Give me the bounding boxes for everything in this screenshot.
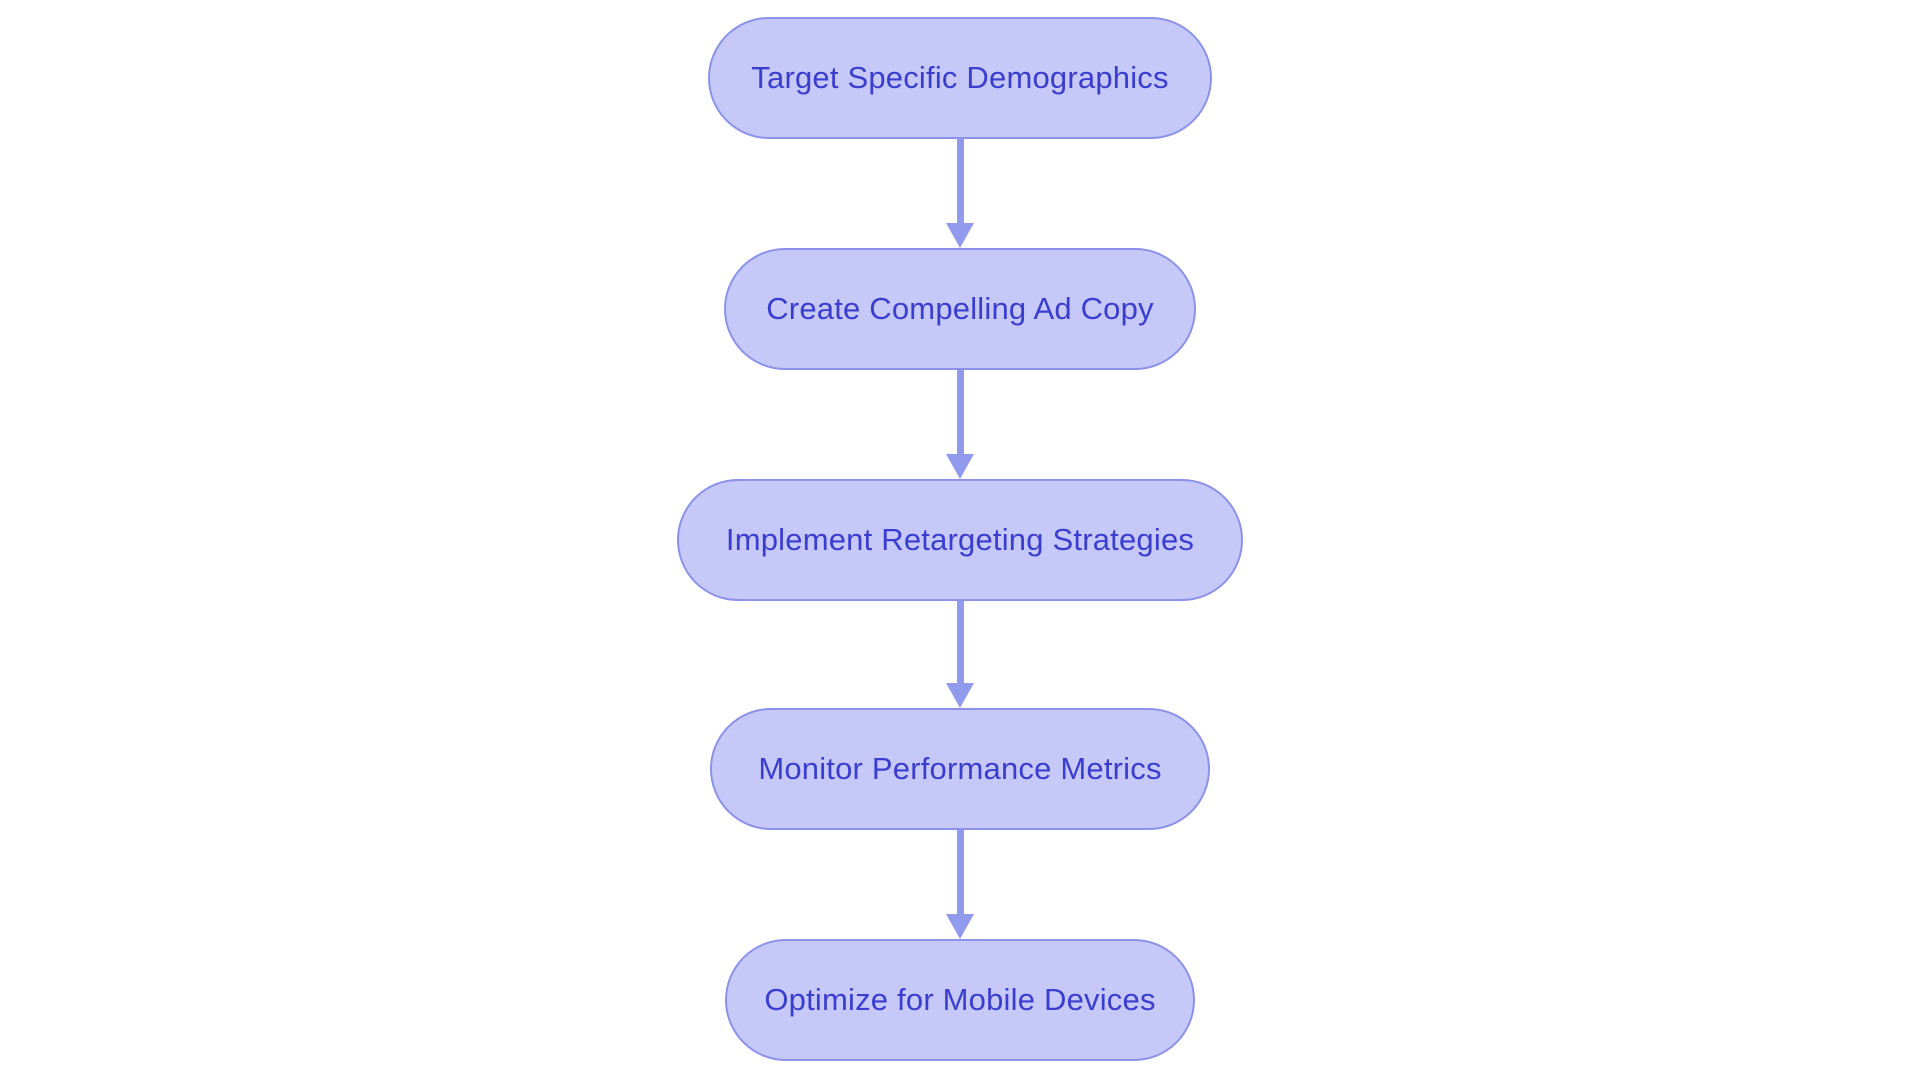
flow-node-label: Monitor Performance Metrics xyxy=(758,751,1162,786)
flow-arrow-4-to-5 xyxy=(946,830,974,939)
arrowhead-down-icon xyxy=(946,914,974,939)
flow-node-optimize-for-mobile-devices: Optimize for Mobile Devices xyxy=(725,939,1195,1061)
arrow-shaft xyxy=(956,139,964,223)
arrow-shaft xyxy=(956,601,964,683)
arrowhead-down-icon xyxy=(946,223,974,248)
arrow-shaft xyxy=(956,370,964,454)
flow-arrow-2-to-3 xyxy=(946,370,974,479)
arrowhead-down-icon xyxy=(946,454,974,479)
flow-node-label: Create Compelling Ad Copy xyxy=(766,291,1154,326)
flow-node-label: Target Specific Demographics xyxy=(751,60,1169,95)
flow-arrow-1-to-2 xyxy=(946,139,974,248)
flow-node-label: Implement Retargeting Strategies xyxy=(725,522,1195,557)
arrow-shaft xyxy=(956,830,964,914)
flow-node-implement-retargeting-strategies: Implement Retargeting Strategies xyxy=(677,479,1243,601)
flow-node-create-compelling-ad-copy: Create Compelling Ad Copy xyxy=(724,248,1196,370)
flow-arrow-3-to-4 xyxy=(946,601,974,708)
flow-node-target-specific-demographics: Target Specific Demographics xyxy=(708,17,1212,139)
arrowhead-down-icon xyxy=(946,683,974,708)
flow-node-label: Optimize for Mobile Devices xyxy=(764,982,1156,1017)
flow-node-monitor-performance-metrics: Monitor Performance Metrics xyxy=(710,708,1210,830)
